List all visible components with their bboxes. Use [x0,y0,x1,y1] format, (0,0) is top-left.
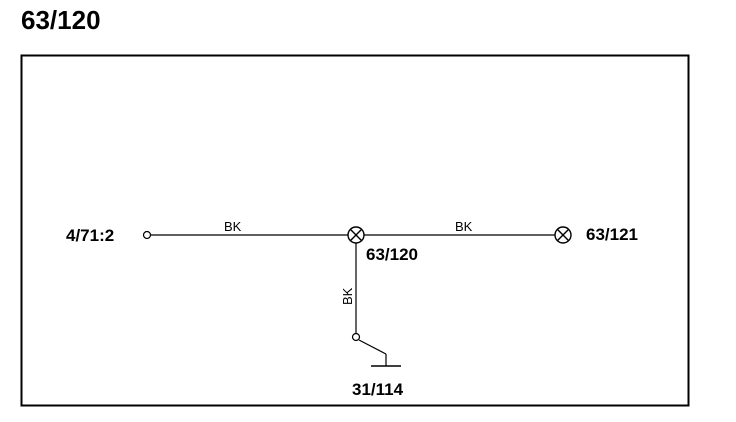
wire-label-right: BK [455,219,473,234]
wire-label-left: BK [224,219,242,234]
terminal-icon [142,230,152,240]
diagram-frame [20,54,690,407]
connector-label-left: 4/71:2 [66,226,114,245]
lamp-icon [554,226,572,244]
page-title: 63/120 [21,5,101,35]
wire-label-vertical: BK [340,287,355,305]
terminal-icon [351,332,361,342]
lamp-icon [347,226,365,244]
connector-label-ground: 31/114 [352,380,404,399]
connector-label-center: 63/120 [366,245,418,264]
ground-icon [358,339,401,367]
connector-label-right: 63/121 [586,225,638,244]
